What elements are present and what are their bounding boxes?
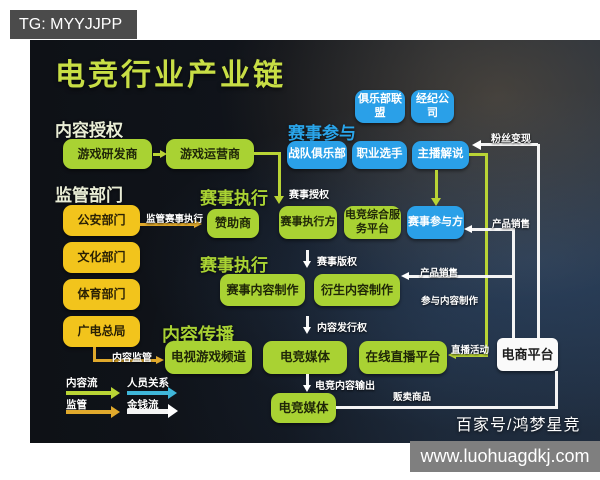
label-fan-monetization: 粉丝变现 [491,134,531,145]
arrowhead-content-output-icon [303,385,311,392]
node-culture-dept: 文化部门 [63,242,140,273]
node-event-content-production: 赛事内容制作 [220,274,305,306]
line-sell-goods [336,406,558,409]
node-tv-game-channel: 电视游戏频道 [165,341,252,374]
node-esports-media: 电竞媒体 [263,341,347,374]
node-event-executor: 赛事执行方 [279,206,337,239]
line-product-sales-1 [472,228,515,231]
line-content-regulation-down [93,347,96,362]
line-distribution-rights [306,316,309,327]
arena-photo-background [30,40,600,443]
line-fan-monetization-vertical [537,144,540,338]
legend-personnel-arrowhead-icon [168,387,177,399]
legend-regulation-arrow [66,410,112,414]
node-team-club: 战队俱乐部 [287,141,347,169]
node-esports-media-bottom: 电竞媒体 [271,393,336,423]
legend-regulation-arrowhead-icon [111,406,120,418]
heading-content-auth: 内容授权 [55,121,123,140]
credit-watermark: 百家号/鸿梦星竞 [456,417,581,434]
line-content-output [306,374,309,385]
node-pro-player: 职业选手 [352,141,407,169]
label-sell-goods: 贩卖商品 [393,392,432,403]
arrow-dev-to-operator [153,153,161,156]
legend-content-flow-label: 内容流 [66,377,98,389]
line-operator-right [254,152,281,155]
label-event-copyright: 赛事版权 [317,257,357,268]
arrowhead-product-sales-2-icon [401,272,409,280]
line-product-sales-2 [409,275,515,278]
label-live-events: 直播活动 [451,345,490,356]
arrowhead-content-regulation-icon [156,356,164,364]
node-agency-company: 经纪公司 [411,90,454,123]
node-esports-service-platform: 电竞综合服务平台 [344,206,401,239]
label-content-distribution-rights: 内容发行权 [317,323,367,334]
heading-content-distribution: 内容传播 [162,325,234,345]
page-title: 电竞行业产业链 [55,59,286,92]
node-streamer-commentator: 主播解说 [412,141,469,169]
heading-regulators: 监管部门 [55,186,123,205]
arrowhead-regulate-event-icon [194,220,202,228]
heading-event-participation: 赛事参与 [288,124,356,143]
arrowhead-dev-to-operator-icon [160,150,167,158]
line-live-events [455,354,488,357]
label-product-sales-2: 产品销售 [420,268,459,279]
label-content-regulation: 内容监管 [112,353,152,364]
line-content-regulation-right [93,359,157,362]
node-public-security: 公安部门 [63,205,140,236]
line-operator-down [278,152,281,196]
legend-personnel-arrow [127,391,169,395]
line-fan-monetization-horizontal [481,143,538,146]
line-product-sales-vertical [512,228,515,338]
label-event-auth: 赛事授权 [289,190,329,201]
line-streamer-right [469,153,488,156]
line-event-copyright [306,250,309,261]
node-game-operator: 游戏运营商 [166,139,254,169]
label-esports-content-output: 电竞内容输出 [315,381,375,392]
arrowhead-product-sales-1-icon [464,225,472,233]
heading-event-execution-1: 赛事执行 [200,189,268,208]
label-product-sales-1: 产品销售 [492,219,531,230]
legend-money-flow-label: 金钱流 [127,399,159,411]
arrowhead-event-copyright-icon [303,261,311,268]
url-watermark: www.luohuagdkj.com [410,441,600,472]
line-right-green-vertical [485,153,488,356]
legend-content-flow-arrowhead-icon [111,387,120,399]
label-regulate-event-execution: 监管赛事执行 [146,214,204,225]
legend-money-flow-arrow [127,409,169,414]
node-derivative-content-production: 衍生内容制作 [314,274,400,306]
node-event-participant: 赛事参与方 [407,206,464,239]
arrowhead-fan-monetization-icon [472,140,481,150]
legend-personnel-label: 人员关系 [127,377,169,389]
node-ecommerce-platform: 电商平台 [497,338,558,371]
arrowhead-live-events-icon [448,351,456,359]
arrowhead-distribution-rights-icon [303,327,311,334]
arrowhead-event-auth-icon [274,196,284,204]
line-sell-goods-up [555,371,558,408]
node-online-streaming-platform: 在线直播平台 [359,341,447,374]
legend-content-flow-arrow [66,391,112,395]
arrowhead-streamer-participant-icon [431,198,441,206]
node-broadcast-admin: 广电总局 [63,316,140,347]
tg-watermark: TG: MYYJJPP [10,10,137,39]
node-game-developer: 游戏研发商 [63,139,152,169]
heading-event-execution-2: 赛事执行 [200,256,268,275]
node-club-alliance: 俱乐部联盟 [355,90,405,123]
legend-money-flow-arrowhead-icon [168,404,178,418]
label-participate-content-production: 参与内容制作 [421,296,479,307]
legend-regulation-label: 监管 [66,399,87,411]
node-sponsor: 赞助商 [207,209,259,238]
line-regulate-event [140,223,195,226]
node-sports-dept: 体育部门 [63,279,140,310]
line-streamer-down [435,170,438,198]
